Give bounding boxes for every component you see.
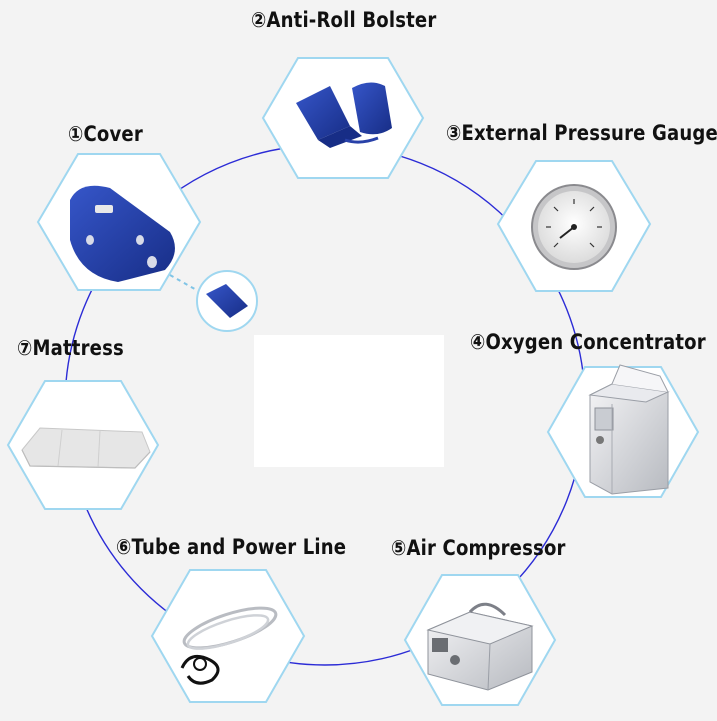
label-tube-and-power-line: ⑥Tube and Power Line (116, 535, 347, 559)
hyperbaric-chamber-icon (70, 185, 175, 282)
hexagon-cover (36, 153, 202, 291)
hexagon-air-compressor (403, 574, 557, 706)
hexagon-oxygen-concentrator (546, 364, 700, 498)
hexagon-anti-roll-bolster (261, 57, 425, 179)
label-external-pressure-gauge: ③External Pressure Gauge (446, 121, 717, 145)
oxygen-concentrator-icon (588, 364, 670, 495)
bolster-pillows-icon (296, 82, 392, 148)
label-mattress: ⑦Mattress (17, 336, 124, 360)
hexagon-tube-and-power-line (150, 569, 306, 703)
pressure-gauge-icon (531, 184, 617, 270)
label-cover: ①Cover (68, 122, 143, 146)
hexagon-mattress (6, 380, 160, 510)
label-oxygen-concentrator: ④Oxygen Concentrator (470, 330, 706, 354)
center-blank-area (254, 335, 444, 467)
tube-coil-icon (180, 606, 278, 685)
air-compressor-icon (426, 602, 534, 691)
hexagon-external-pressure-gauge (496, 160, 652, 292)
label-anti-roll-bolster: ②Anti-Roll Bolster (251, 8, 437, 32)
cover-accessory-badge (196, 270, 258, 332)
cover-accessory-connector (169, 274, 201, 293)
mattress-icon (21, 427, 151, 469)
label-air-compressor: ⑤Air Compressor (391, 536, 566, 560)
